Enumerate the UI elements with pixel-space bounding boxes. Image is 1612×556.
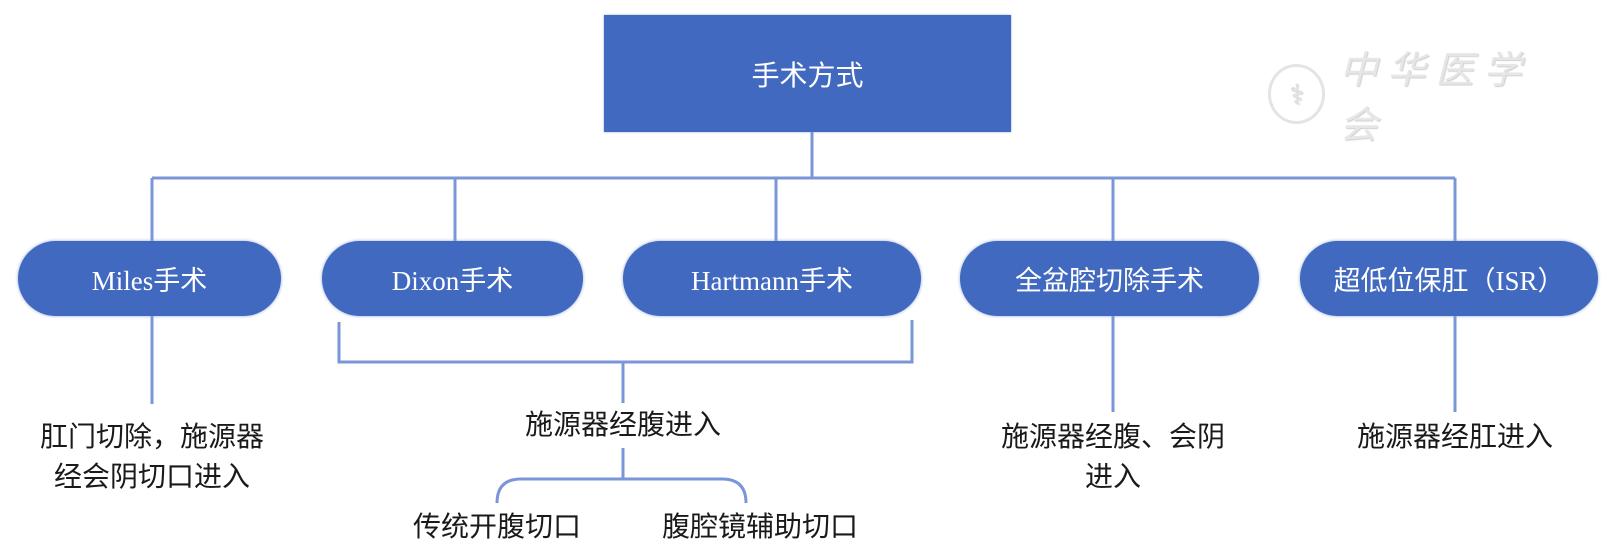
node-total-pelvic: 全盆腔切除手术	[960, 241, 1259, 316]
sub-option-open-text: 传统开腹切口	[412, 510, 581, 543]
total-pelvic-note-line-1: 施源器经腹、会阴	[1000, 420, 1225, 453]
isr-note: 施源器经肛进入	[1305, 417, 1605, 457]
miles-note-line-1: 肛门切除，施源器	[39, 420, 264, 453]
node-isr: 超低位保肛（ISR）	[1300, 241, 1598, 316]
node-miles-label: Miles手术	[91, 266, 208, 296]
sub-option-laparoscopic-text: 腹腔镜辅助切口	[661, 510, 858, 543]
node-isr-label: 超低位保肛（ISR）	[1333, 266, 1565, 296]
node-hartmann: Hartmann手术	[623, 241, 921, 316]
watermark: ⚕ 中华医学会	[1268, 48, 1568, 147]
sub-option-laparoscopic: 腹腔镜辅助切口	[640, 507, 880, 547]
root-node: 手术方式	[604, 15, 1011, 132]
shared-group-label: 施源器经腹进入	[473, 405, 773, 445]
node-hartmann-label: Hartmann手术	[691, 266, 853, 296]
root-node-label: 手术方式	[751, 58, 864, 92]
sub-options-curly-bracket	[495, 477, 748, 504]
node-dixon-label: Dixon手术	[391, 266, 514, 296]
node-total-pelvic-label: 全盆腔切除手术	[1015, 266, 1204, 296]
watermark-text: 中华医学会	[1339, 48, 1532, 147]
association-logo-icon: ⚕	[1268, 64, 1326, 124]
shared-group-label-text: 施源器经腹进入	[524, 408, 721, 441]
total-pelvic-note: 施源器经腹、会阴 进入	[963, 417, 1263, 497]
miles-note-line-2: 经会阴切口进入	[53, 460, 250, 493]
dixon-hartmann-bracket	[337, 320, 914, 364]
node-dixon: Dixon手术	[322, 241, 583, 316]
isr-note-line-1: 施源器经肛进入	[1356, 420, 1553, 453]
miles-note: 肛门切除，施源器 经会阴切口进入	[2, 417, 302, 497]
node-miles: Miles手术	[18, 241, 281, 316]
total-pelvic-note-line-2: 进入	[1084, 460, 1141, 493]
sub-option-open: 传统开腹切口	[392, 507, 602, 547]
